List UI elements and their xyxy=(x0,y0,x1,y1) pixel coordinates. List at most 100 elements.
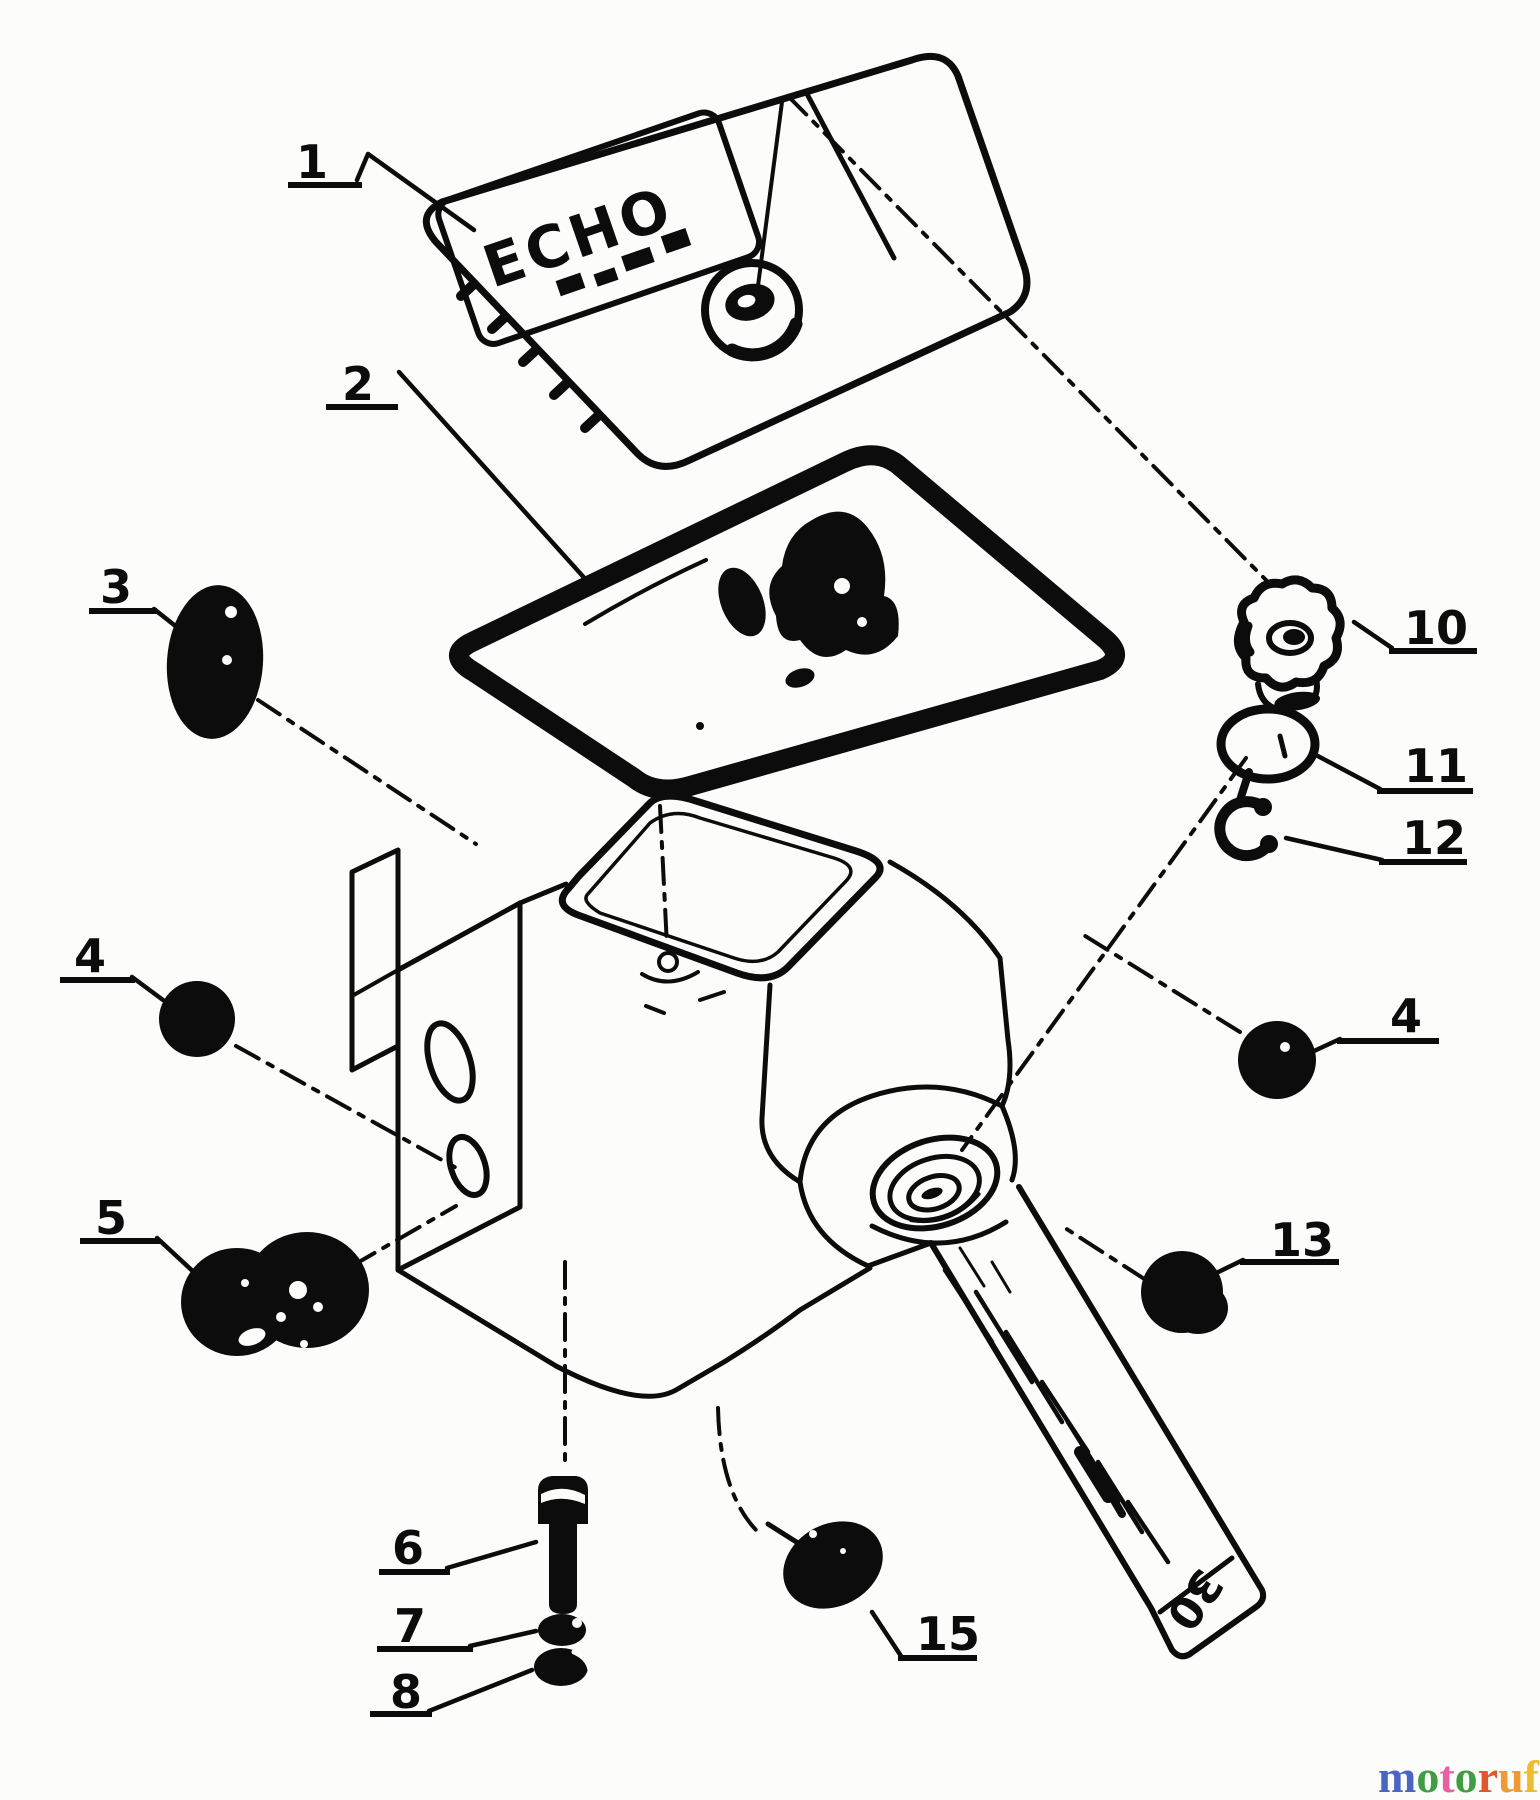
gasket-tick xyxy=(1277,733,1288,759)
blob-hole xyxy=(857,617,867,627)
watermark-letter: f xyxy=(1524,1751,1540,1800)
callout-10: 10 xyxy=(1351,601,1477,655)
cover-knob xyxy=(701,259,803,362)
left-mount-plate xyxy=(395,900,523,1273)
clip-end xyxy=(1254,798,1272,816)
callout-leader xyxy=(1351,619,1395,651)
cover-louvers xyxy=(456,279,603,433)
callout-label: 13 xyxy=(1270,1213,1334,1267)
watermark-letter: m xyxy=(1378,1751,1416,1800)
callout-5: 5 xyxy=(80,1191,201,1279)
gasket-inner-line xyxy=(583,558,708,626)
callout-1: 1 xyxy=(288,135,477,233)
part-4-plug-right xyxy=(1238,1021,1316,1099)
cap-center-ring xyxy=(1266,620,1314,656)
grommet-body xyxy=(783,1521,883,1609)
part-7-washer xyxy=(538,1614,586,1646)
housing-right-edge xyxy=(887,859,1013,1109)
plug-body xyxy=(1238,1021,1316,1099)
callout-label: 4 xyxy=(1390,989,1422,1043)
watermark-logo: motoruf.de xyxy=(1378,1751,1540,1800)
highlight xyxy=(238,1328,266,1346)
part-5-grommet xyxy=(181,1232,369,1356)
watermark-letter: r xyxy=(1478,1751,1498,1800)
air-cleaner-cover: ECHO xyxy=(423,53,1031,470)
cover-outline xyxy=(423,53,1031,470)
brand-sub-mark xyxy=(555,272,586,297)
handle-outline xyxy=(928,1184,1267,1660)
callout-7: 7 xyxy=(377,1599,539,1653)
hatch xyxy=(973,1289,1035,1385)
handle-joint-line xyxy=(865,1240,934,1269)
cap-center-mark xyxy=(1283,629,1305,645)
callouts: 1 2 3 4 5 6 7 xyxy=(60,135,1477,1719)
handle-end-separator xyxy=(1157,1555,1235,1615)
callout-label: 11 xyxy=(1404,739,1468,793)
brand-plate: ECHO xyxy=(435,109,763,347)
callout-label: 6 xyxy=(392,1521,424,1575)
highlight xyxy=(313,1302,323,1312)
mount-slot-lower xyxy=(446,1133,490,1199)
highlight xyxy=(300,1340,308,1348)
watermark-text: motoruf.de xyxy=(1378,1751,1540,1800)
part-10-fuel-cap xyxy=(1234,575,1345,711)
watermark-letter: o xyxy=(1416,1751,1439,1800)
part-11-cap-gasket xyxy=(1216,704,1320,784)
cap-skirt-band xyxy=(1274,691,1321,711)
airbox-inner-lip xyxy=(584,811,853,964)
part-13-plug xyxy=(1141,1251,1228,1334)
louver xyxy=(580,411,603,433)
callout-12: 12 xyxy=(1283,811,1467,865)
hatch xyxy=(942,1267,995,1345)
callout-label: 7 xyxy=(394,1599,426,1653)
neck-outer-ring xyxy=(869,1134,1001,1232)
brand-sub-mark xyxy=(593,267,619,287)
gasket-ring xyxy=(1216,704,1320,784)
callout-label: 2 xyxy=(342,357,374,411)
airbox-stud xyxy=(657,951,679,973)
callout-2: 2 xyxy=(326,357,591,585)
brand-sub-mark xyxy=(621,246,655,272)
watermark-letter: o xyxy=(1455,1751,1478,1800)
entry-line xyxy=(765,1521,801,1546)
housing-detail-tick xyxy=(698,990,726,1002)
neck-inner-mark xyxy=(921,1187,943,1200)
hatch xyxy=(1003,1329,1065,1425)
neck-detail-arc xyxy=(909,1192,981,1223)
callout-leader xyxy=(444,1539,539,1571)
gasket-shading-spot xyxy=(785,668,815,688)
highlight xyxy=(571,1649,593,1673)
callout-13: 13 xyxy=(1203,1213,1339,1281)
callout-leader xyxy=(396,369,591,585)
housing-bottom-edge xyxy=(395,1265,873,1399)
tank-boss-right xyxy=(999,1103,1018,1183)
highlight xyxy=(241,1279,249,1287)
nut-body xyxy=(534,1648,588,1686)
hatch xyxy=(1095,1459,1145,1535)
axis-part13 xyxy=(1060,1224,1148,1282)
highlight xyxy=(225,606,237,618)
callout-leader xyxy=(129,974,166,1003)
callout-4-right: 4 xyxy=(1311,989,1439,1054)
louver xyxy=(518,345,541,367)
bolt-shaft xyxy=(549,1524,577,1614)
callout-label: 5 xyxy=(95,1191,127,1245)
knob-center-hole xyxy=(737,294,756,308)
axis-part4-right xyxy=(1080,932,1242,1034)
plate-bracket-link xyxy=(350,968,400,998)
airbox-stud-flange xyxy=(640,970,700,984)
callout-leader xyxy=(1203,1257,1246,1281)
bolt-head xyxy=(538,1476,588,1524)
axis-part5 xyxy=(350,1204,458,1268)
part-4-plug-left xyxy=(159,981,235,1057)
mount-slot-upper xyxy=(424,1020,476,1104)
callout-leader xyxy=(869,1609,904,1659)
callout-11: 11 xyxy=(1311,739,1473,794)
axis-cover-to-cap xyxy=(786,94,1268,582)
callout-label: 8 xyxy=(390,1665,422,1719)
callout-leader xyxy=(154,1235,201,1279)
axis-part4-left xyxy=(234,1044,462,1172)
callout-leader xyxy=(354,151,477,233)
